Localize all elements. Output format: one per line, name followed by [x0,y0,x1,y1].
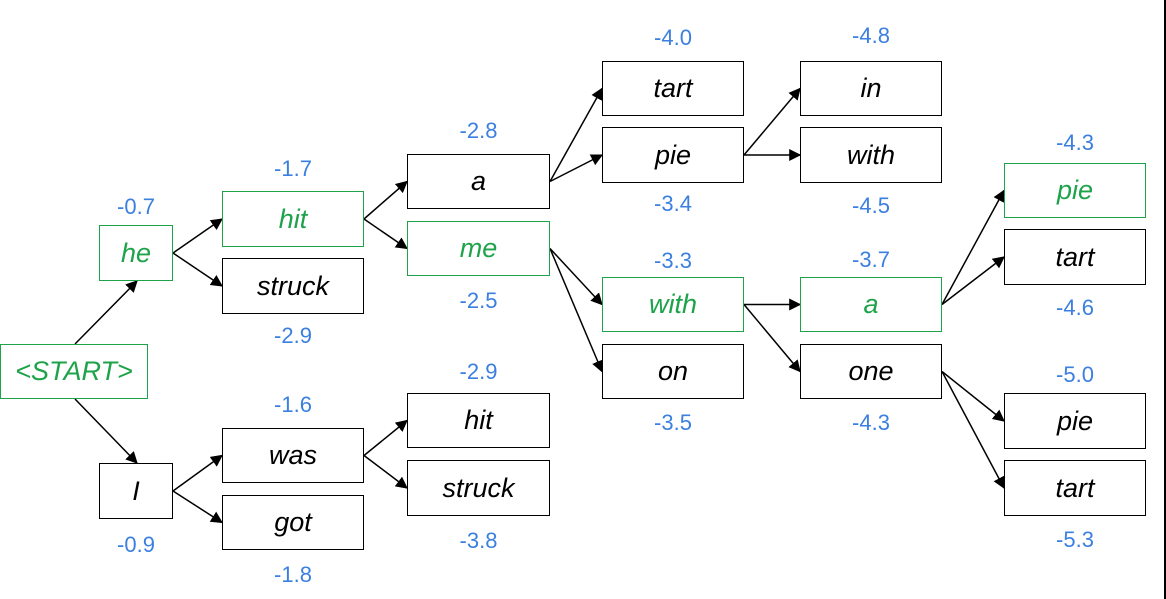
node-on: on [602,344,744,399]
edge-start-he [74,280,138,345]
score-was: -1.6 [274,392,312,417]
edge-hit1-me [363,218,408,250]
score-tart1: -4.0 [654,25,692,50]
node-tart2: tart [1004,229,1146,285]
score-pie3: -5.0 [1056,362,1094,387]
edge-I-was [172,454,223,492]
edge-a2-pie2 [941,189,1005,305]
node-was: was [222,428,364,483]
score-got: -1.8 [274,562,312,587]
score-hit2: -2.9 [459,359,498,384]
score-he: -0.7 [117,194,155,219]
score-me: -2.5 [459,288,498,313]
score-tart2: -4.6 [1056,295,1094,320]
edge-pie1-in [743,87,801,156]
edge-he-struck1 [172,252,223,287]
node-pie2: pie [1004,163,1146,218]
node-pie1: pie [602,127,744,183]
right-border [1164,0,1166,599]
score-pie2: -4.3 [1056,130,1094,155]
edge-start-I [74,398,138,464]
node-a1: a [407,154,550,209]
edge-me-on [549,248,604,373]
edge-a2-tart2 [941,256,1005,306]
score-struck1: -2.9 [274,323,312,348]
node-with2: with [800,127,942,183]
node-start: <START> [0,344,148,399]
score-in: -4.8 [852,23,890,48]
node-he: he [99,225,173,281]
edge-I-got [172,490,224,524]
node-struck1: struck [222,258,364,314]
score-with1: -3.3 [654,248,692,273]
score-I: -0.9 [117,532,155,557]
edge-with1-one [743,304,801,373]
node-hit1: hit [222,191,364,247]
score-a2: -3.7 [852,247,890,272]
node-me: me [407,221,550,276]
node-one: one [800,344,942,399]
node-hit2: hit [407,393,550,448]
score-with2: -4.5 [852,193,890,218]
edge-hit1-a1 [363,180,408,220]
edge-was-hit2 [363,419,408,457]
score-tart3: -5.3 [1056,527,1094,552]
node-pie3: pie [1004,393,1146,449]
score-struck2: -3.8 [459,528,498,553]
edge-a1-pie1 [549,154,604,183]
node-with1: with [602,277,744,332]
score-one: -4.3 [852,410,890,435]
edge-a1-tart1 [549,87,603,182]
node-struck2: struck [407,460,550,516]
node-got: got [222,495,364,550]
edge-one-tart3 [941,371,1005,490]
score-hit1: -1.7 [274,156,312,181]
node-in: in [800,61,942,116]
edge-me-with1 [549,247,603,306]
score-a1: -2.8 [459,118,498,143]
score-on: -3.5 [654,410,692,435]
node-tart1: tart [602,61,744,116]
node-a2: a [800,277,942,332]
node-I: I [99,463,173,519]
score-pie1: -3.4 [654,191,692,216]
node-tart3: tart [1004,460,1146,516]
edge-he-hit1 [172,218,223,254]
edge-was-struck2 [363,454,408,489]
edge-one-pie3 [941,370,1005,422]
